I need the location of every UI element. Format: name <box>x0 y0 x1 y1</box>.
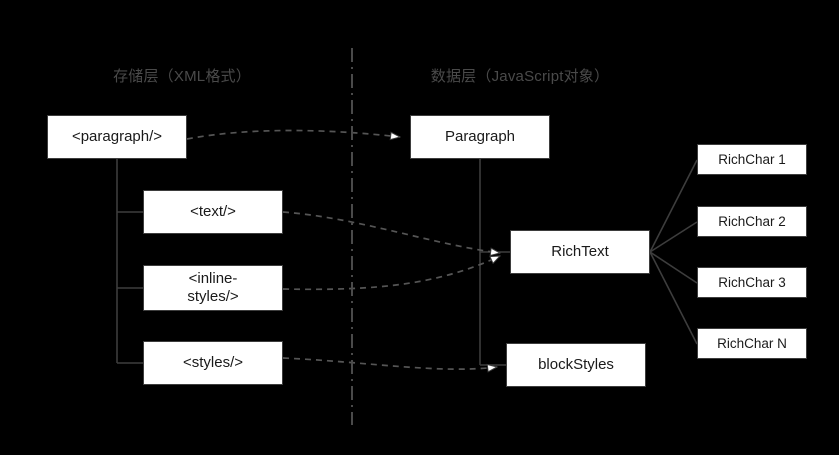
edge-paragraph-xml-tree <box>116 159 143 364</box>
edge-mapping-arrows <box>186 129 500 370</box>
node-richchar-3[interactable]: RichChar 3 <box>697 267 807 298</box>
edge-text-xml-to-richtext <box>282 211 500 253</box>
node-richchar-n[interactable]: RichChar N <box>697 328 807 359</box>
node-paragraph-object[interactable]: Paragraph <box>410 115 550 159</box>
node-richchar-1[interactable]: RichChar 1 <box>697 144 807 175</box>
data-layer-title: 数据层（JavaScript对象） <box>430 68 610 85</box>
node-text-xml[interactable]: <text/> <box>143 190 283 234</box>
node-inline-styles-xml[interactable]: <inline- styles/> <box>143 265 283 311</box>
storage-layer-title: 存储层（XML格式） <box>113 68 251 85</box>
node-richchar-2[interactable]: RichChar 2 <box>697 206 807 237</box>
edge-paragraph-obj-tree <box>479 159 510 366</box>
edge-richtext-to-richchars <box>649 159 698 345</box>
node-richtext-object[interactable]: RichText <box>510 230 650 274</box>
node-paragraph-xml[interactable]: <paragraph/> <box>47 115 187 159</box>
edge-styles-xml-to-blockstyles <box>282 357 497 369</box>
edge-inline-styles-xml-to-richtext <box>282 255 500 291</box>
node-styles-xml[interactable]: <styles/> <box>143 341 283 385</box>
node-blockstyles-object[interactable]: blockStyles <box>506 343 646 387</box>
edge-paragraph-xml-to-paragraph-obj <box>186 129 400 140</box>
